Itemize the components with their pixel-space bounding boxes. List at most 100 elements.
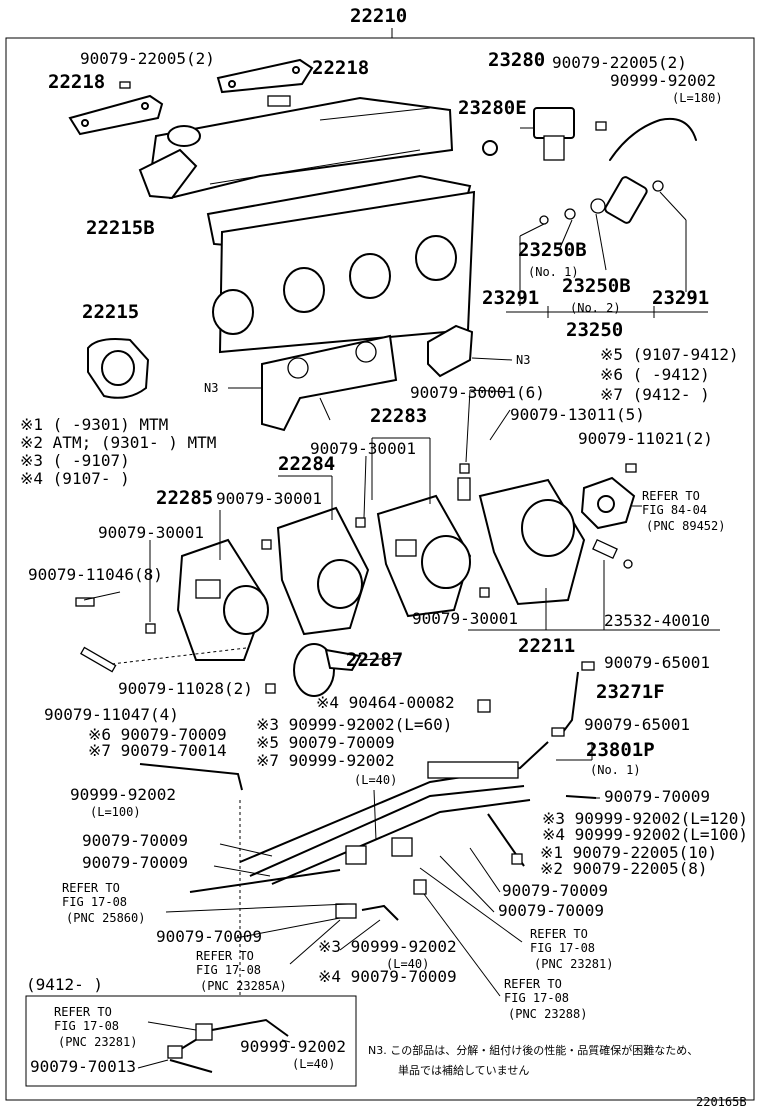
pipe-list-mid-2: ※5 90079-70009 [256,733,395,752]
valve-assy-shape [520,107,575,161]
label-hose-92002-3-len: (L=40) [386,957,429,971]
label-throttle-22284: 22284 [278,453,335,475]
label-inset-date: (9412- ) [26,975,103,994]
label-bolt-30001-a: 90079-30001 [310,439,416,458]
note-left-4: ※4 (9107- ) [20,469,130,488]
label-inset-hose: 90999-92002 [240,1037,346,1056]
n3-left-bracket-shape [261,334,398,432]
label-injector-group: 23250 [566,319,623,341]
label-hose-l120: ※3 90999-92002(L=120) [542,809,748,828]
label-bolt-11021-2: 90079-11021(2) [578,429,713,448]
sensor-shape [580,476,636,530]
bolt-top-left-shape [119,81,131,89]
bolt-top-right-shape [595,121,607,131]
bolt-11021-shape [625,463,637,473]
label-injector-no2: 23250B [562,275,631,297]
label-ring-left: 23291 [482,287,539,309]
hose-top-right-shape [609,118,697,161]
pipe-list-mid-1: ※3 90999-92002(L=60) [256,715,452,734]
inset-refer-l3: (PNC 23281) [58,1035,137,1049]
label-hose-l100: ※4 90999-92002(L=100) [542,825,748,844]
label-bolt-top-right: 90079-22005(2) [552,53,687,72]
label-valve-assy: 23280 [488,49,545,71]
label-injector-no1: 23250B [518,239,587,261]
label-inset-clip: 90079-70013 [30,1057,136,1076]
label-hose-92002-3: ※3 90999-92002 [318,937,457,956]
intake-manifold-shape [138,95,476,354]
label-clip-70009-bl: 90079-70009 [156,927,262,946]
label-sensor-23532: 23532-40010 [604,611,710,630]
label-injector-no2-sub: (No. 2) [570,301,621,315]
inset-frame [25,995,357,1087]
label-pipe-23801P-sub: (No. 1) [590,763,641,777]
plate-right-shape [216,58,314,94]
label-bolt-65001-a: 90079-65001 [604,653,710,672]
label-n3-right: N3 [516,353,530,367]
label-bolt-11047-4: 90079-11047(4) [44,705,179,724]
bolt-11046-shape [75,597,95,607]
label-clip-70009-r2: 90079-70009 [498,901,604,920]
throttle-body-assembly-shape [176,478,586,661]
pipe-list-left-1: ※6 90079-70009 [88,725,227,744]
label-bolt-top-left: 90079-22005(2) [80,49,215,68]
label-bolt-65001-b: 90079-65001 [584,715,690,734]
label-hose-92002-l100-sub: (L=100) [90,805,141,819]
label-ring-right: 23291 [652,287,709,309]
gasket-shape [87,338,150,399]
refer-84-04-l2: FIG 84-04 [642,503,707,517]
pipe-list-left-2: ※7 90079-70014 [88,741,227,760]
bolt-11047-shape [80,646,117,673]
label-inset-hose-len: (L=40) [292,1057,335,1071]
diagram-id: 220165B [696,1095,747,1109]
label-hose-top-right-len: (L=180) [672,91,723,105]
label-bolt-30001-b: 90079-30001 [216,489,322,508]
refer-84-04-l1: REFER TO [642,489,700,503]
refer-d-l2: FIG 17-08 [504,991,569,1005]
refer-a-l3: (PNC 25860) [66,911,145,925]
label-throttle-22283: 22283 [370,405,427,427]
label-bolt-30001-d: 90079-30001 [412,609,518,628]
refer-b-l1: REFER TO [530,927,588,941]
note-right-7: ※7 (9412- ) [600,385,710,404]
label-bolt-11046-8: 90079-11046(8) [28,565,163,584]
pipe-assembly-shape [139,741,597,921]
inset-refer-l1: REFER TO [54,1005,112,1019]
note-left-3: ※3 ( -9107) [20,451,130,470]
label-bolt-22005-8: ※2 90079-22005(8) [540,859,708,878]
label-hose-23271F: 23271F [596,681,665,703]
plate-left-shape [68,94,164,136]
n3-note-line2: 単品では補給していません [398,1063,529,1077]
label-plate-left: 22218 [48,71,105,93]
label-clip-70009-4: ※4 90079-70009 [318,967,457,986]
hose-23271F-shape [559,671,579,737]
oring-shape [482,140,498,156]
label-bolt-22005-10: ※1 90079-22005(10) [540,843,717,862]
refer-84-04-l3: (PNC 89452) [646,519,725,533]
label-bolt-30001-c: 90079-30001 [98,523,204,542]
label-oring: 23280E [458,97,527,119]
inset-parts-shape [167,1018,289,1073]
refer-c-l1: REFER TO [196,949,254,963]
note-left-2: ※2 ATM; (9301- ) MTM [20,433,216,452]
sensor-23532-shape [592,538,618,560]
label-hose-top-right: 90999-92002 [610,71,716,90]
label-clip-70009-l2: 90079-70009 [82,853,188,872]
refer-a-l1: REFER TO [62,881,120,895]
note-right-6: ※6 ( -9412) [600,365,710,384]
label-bolt-11028-2: 90079-11028(2) [118,679,253,698]
refer-b-l2: FIG 17-08 [530,941,595,955]
pipe-list-mid-3: ※7 90999-92002 [256,751,395,770]
label-bolt-13011-5: 90079-13011(5) [510,405,645,424]
label-throttle-body: 22211 [518,635,575,657]
label-pipe-23801P: 23801P [586,739,655,761]
note-left-1: ※1 ( -9301) MTM [20,415,168,434]
actuator-shape [293,643,362,697]
label-plate-right: 22218 [312,57,369,79]
refer-b-l3: (PNC 23281) [534,957,613,971]
note-right-5: ※5 (9107-9412) [600,345,739,364]
label-throttle-22285: 22285 [156,487,213,509]
refer-c-l2: FIG 17-08 [196,963,261,977]
n3-note-line1: N3. この部品は、分解・組付け後の性能・品質確保が困難なため、 [368,1043,698,1057]
refer-d-l3: (PNC 23288) [508,1007,587,1021]
